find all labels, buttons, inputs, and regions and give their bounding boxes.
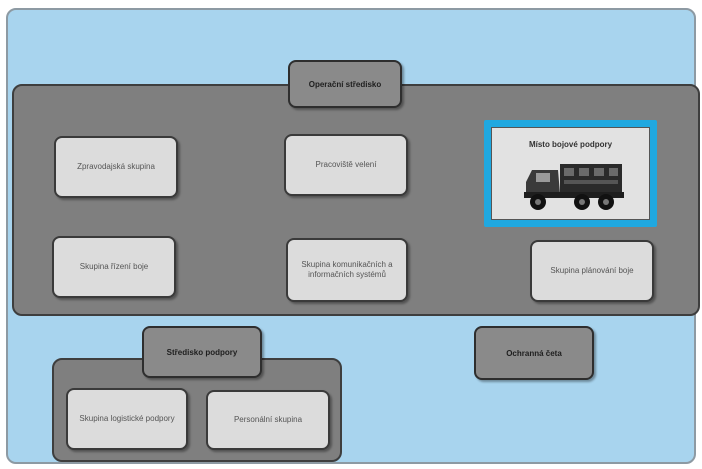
highlighted-unit-combat-support: Místo bojové podpory (484, 120, 657, 227)
operations-header: Operační středisko (288, 60, 402, 108)
military-truck-icon (524, 164, 624, 210)
highlighted-unit-title: Místo bojové podpory (528, 140, 613, 149)
unit-battle-control: Skupina řízení boje (52, 236, 176, 298)
unit-intelligence: Zpravodajská skupina (54, 136, 178, 198)
highlighted-unit-card: Místo bojové podpory (491, 127, 650, 220)
unit-battle-planning: Skupina plánování boje (530, 240, 654, 302)
unit-personnel: Personální skupina (206, 390, 330, 450)
unit-logistics: Skupina logistické podpory (66, 388, 188, 450)
unit-command-post: Pracoviště velení (284, 134, 408, 196)
protection-unit: Ochranná četa (474, 326, 594, 380)
support-header: Středisko podpory (142, 326, 262, 378)
unit-cis: Skupina komunikačních a informačních sys… (286, 238, 408, 302)
